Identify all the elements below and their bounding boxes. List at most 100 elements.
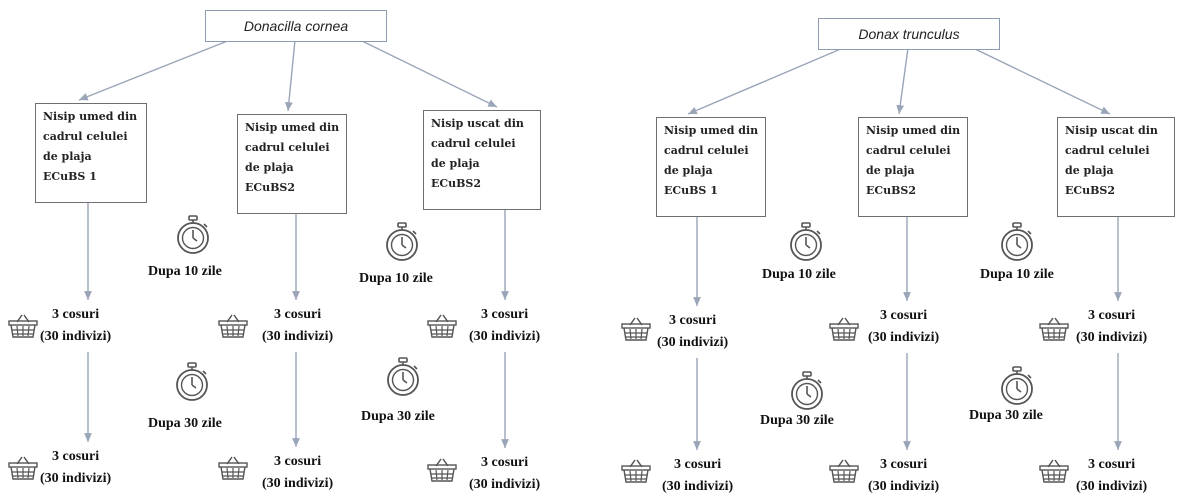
stopwatch-icon: [177, 215, 209, 254]
basket-individuals: (30 indivizi): [868, 330, 940, 345]
duration-label: Dupa 30 zile: [148, 416, 222, 431]
environment-line: de plaja: [1065, 164, 1114, 177]
basket-individuals: (30 indivizi): [469, 477, 541, 492]
basket-count: 3 cosuri: [1088, 457, 1136, 472]
environment-line: cadrul celulei: [431, 137, 516, 150]
stopwatch-icon: [386, 222, 418, 261]
environment-line: ECuBS2: [431, 177, 482, 190]
duration-label: Dupa 30 zile: [361, 409, 435, 424]
basket-label: 3 cosuri (30 indivizi): [262, 304, 333, 348]
environment-line: cadrul celulei: [245, 141, 330, 154]
environment-line: ECuBS2: [245, 181, 296, 194]
duration-label: Dupa 10 zile: [148, 264, 222, 279]
basket-label: 3 cosuri (30 indivizi): [1076, 305, 1147, 349]
basket-label: 3 cosuri (30 indivizi): [262, 451, 333, 495]
basket-individuals: (30 indivizi): [657, 335, 729, 350]
environment-line: ECuBS 1: [664, 184, 718, 197]
basket-label: 3 cosuri (30 indivizi): [662, 454, 733, 498]
arrow: [284, 39, 296, 112]
environment-line: cadrul celulei: [1065, 144, 1150, 157]
basket-label: 3 cosuri (30 indivizi): [868, 454, 939, 498]
basket-individuals: (30 indivizi): [662, 479, 734, 494]
basket-individuals: (30 indivizi): [262, 476, 334, 491]
environment-line: de plaja: [866, 164, 915, 177]
environment-line: ECuBS 1: [43, 170, 97, 183]
stopwatch-icon: [1001, 222, 1033, 261]
basket-individuals: (30 indivizi): [262, 329, 334, 344]
environment-line: de plaja: [245, 161, 294, 174]
environment-line: ECuBS2: [866, 184, 917, 197]
duration-label: Dupa 10 zile: [762, 267, 836, 282]
arrow: [896, 47, 909, 115]
arrow: [972, 47, 1111, 115]
basket-individuals: (30 indivizi): [469, 329, 541, 344]
environment-line: cadrul celulei: [664, 144, 749, 157]
basket-label: 3 cosuri (30 indivizi): [469, 452, 540, 496]
stopwatch-icon: [387, 357, 419, 396]
basket-individuals: (30 indivizi): [868, 479, 940, 494]
duration-label: Dupa 30 zile: [760, 413, 834, 428]
environment-line: Nisip umed din: [664, 124, 759, 137]
environment-line: Nisip umed din: [43, 110, 138, 123]
environment-line: cadrul celulei: [43, 130, 128, 143]
basket-label: 3 cosuri (30 indivizi): [1076, 454, 1147, 498]
basket-icon: [829, 459, 859, 483]
basket-count: 3 cosuri: [274, 307, 322, 322]
basket-icon: [621, 459, 651, 483]
basket-icon: [218, 314, 248, 338]
stopwatch-icon: [1001, 366, 1033, 405]
basket-count: 3 cosuri: [669, 313, 717, 328]
environment-line: Nisip umed din: [245, 121, 340, 134]
basket-icon: [1039, 317, 1069, 341]
basket-count: 3 cosuri: [1088, 308, 1136, 323]
basket-individuals: (30 indivizi): [1076, 330, 1148, 345]
basket-individuals: (30 indivizi): [40, 329, 112, 344]
environment-line: de plaja: [431, 157, 480, 170]
environment-line: Nisip umed din: [866, 124, 961, 137]
basket-icon: [427, 314, 457, 338]
species-title: Donacilla cornea: [205, 10, 387, 42]
duration-label: Dupa 10 zile: [359, 271, 433, 286]
basket-individuals: (30 indivizi): [40, 471, 112, 486]
basket-individuals: (30 indivizi): [1076, 479, 1148, 494]
basket-label: 3 cosuri (30 indivizi): [40, 304, 111, 348]
stopwatch-icon: [176, 362, 208, 401]
arrow: [359, 39, 498, 108]
environment-line: Nisip uscat din: [1065, 124, 1158, 137]
basket-icon: [621, 317, 651, 341]
basket-count: 3 cosuri: [52, 449, 100, 464]
duration-label: Dupa 10 zile: [980, 267, 1054, 282]
environment-line: de plaja: [664, 164, 713, 177]
basket-icon: [8, 456, 38, 480]
duration-label: Dupa 30 zile: [969, 408, 1043, 423]
arrow: [78, 39, 231, 101]
basket-icon: [218, 456, 248, 480]
environment-line: de plaja: [43, 150, 92, 163]
basket-icon: [8, 314, 38, 338]
basket-count: 3 cosuri: [674, 457, 722, 472]
basket-label: 3 cosuri (30 indivizi): [657, 310, 728, 354]
basket-icon: [427, 458, 457, 482]
basket-count: 3 cosuri: [880, 457, 928, 472]
environment-line: Nisip uscat din: [431, 117, 524, 130]
basket-count: 3 cosuri: [52, 307, 100, 322]
basket-label: 3 cosuri (30 indivizi): [868, 305, 939, 349]
basket-count: 3 cosuri: [481, 307, 529, 322]
environment-line: ECuBS2: [1065, 184, 1116, 197]
basket-label: 3 cosuri (30 indivizi): [469, 304, 540, 348]
basket-count: 3 cosuri: [880, 308, 928, 323]
environment-line: cadrul celulei: [866, 144, 951, 157]
basket-count: 3 cosuri: [274, 454, 322, 469]
basket-icon: [1039, 459, 1069, 483]
stopwatch-icon: [790, 222, 822, 261]
arrow: [687, 47, 844, 115]
basket-icon: [829, 317, 859, 341]
basket-count: 3 cosuri: [481, 455, 529, 470]
basket-label: 3 cosuri (30 indivizi): [40, 446, 111, 490]
